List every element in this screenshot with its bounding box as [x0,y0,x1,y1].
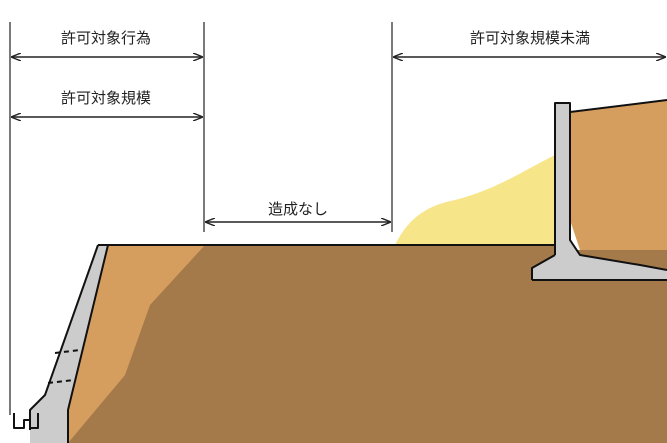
label-below-permit-scale: 許可対象規模未満 [470,29,590,47]
left-slope-soil-zone [68,245,205,443]
native-ground [68,245,667,443]
label-no-development: 造成なし [268,200,328,218]
toe-gutter [13,413,39,429]
label-permit-target-scale: 許可対象規模 [61,89,151,107]
left-slope-inner-line [67,244,109,443]
left-slope-face-line [29,244,99,430]
right-retaining-wall [532,103,667,280]
drain-line-lower [47,379,75,384]
label-permit-target-act: 許可対象行為 [61,29,151,47]
right-retained-soil [570,100,667,250]
upper-ground-line [569,99,667,113]
retaining-wall-outline [531,102,667,281]
left-slope-protection [30,245,108,443]
new-fill-mound [395,155,555,245]
